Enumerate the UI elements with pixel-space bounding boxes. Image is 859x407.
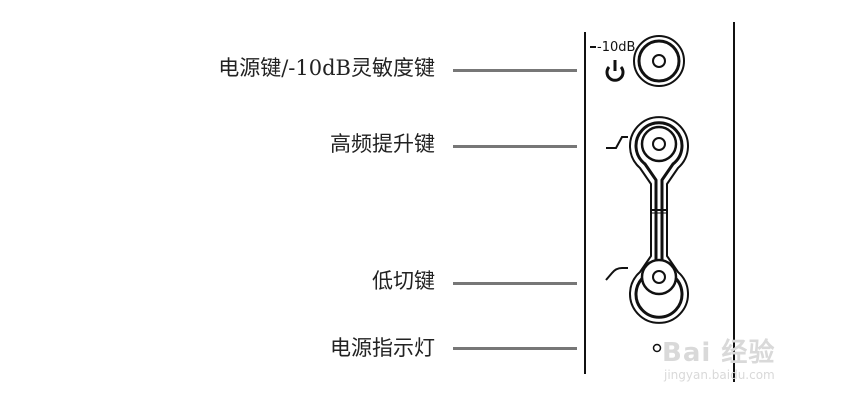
treble-boost-button[interactable] [640,125,678,163]
panel-right-edge [733,22,735,382]
label-treble-boost-key: 高频提升键 [330,132,435,156]
watermark-url: jingyan.baidu.com [664,368,775,382]
watermark-logo: Bai 经验 [662,338,776,368]
low-cut-button[interactable] [640,258,678,296]
label-low-cut-key: 低切键 [372,269,435,293]
label-power-led: 电源指示灯 [330,336,435,360]
power-led-indicator [652,343,662,353]
low-cut-icon [605,267,628,281]
pad-label: -10dB [597,40,635,55]
power-button[interactable] [633,35,685,87]
high-shelf-icon [606,136,628,149]
leader-line-treble-boost [453,145,577,148]
leader-line-power [453,69,577,72]
label-power-pad-key: 电源键/-10dB灵敏度键 [218,56,435,80]
leader-line-low-cut [453,282,577,285]
leader-line-power-led [453,347,577,350]
power-icon [605,60,625,82]
panel-left-edge [584,32,586,374]
